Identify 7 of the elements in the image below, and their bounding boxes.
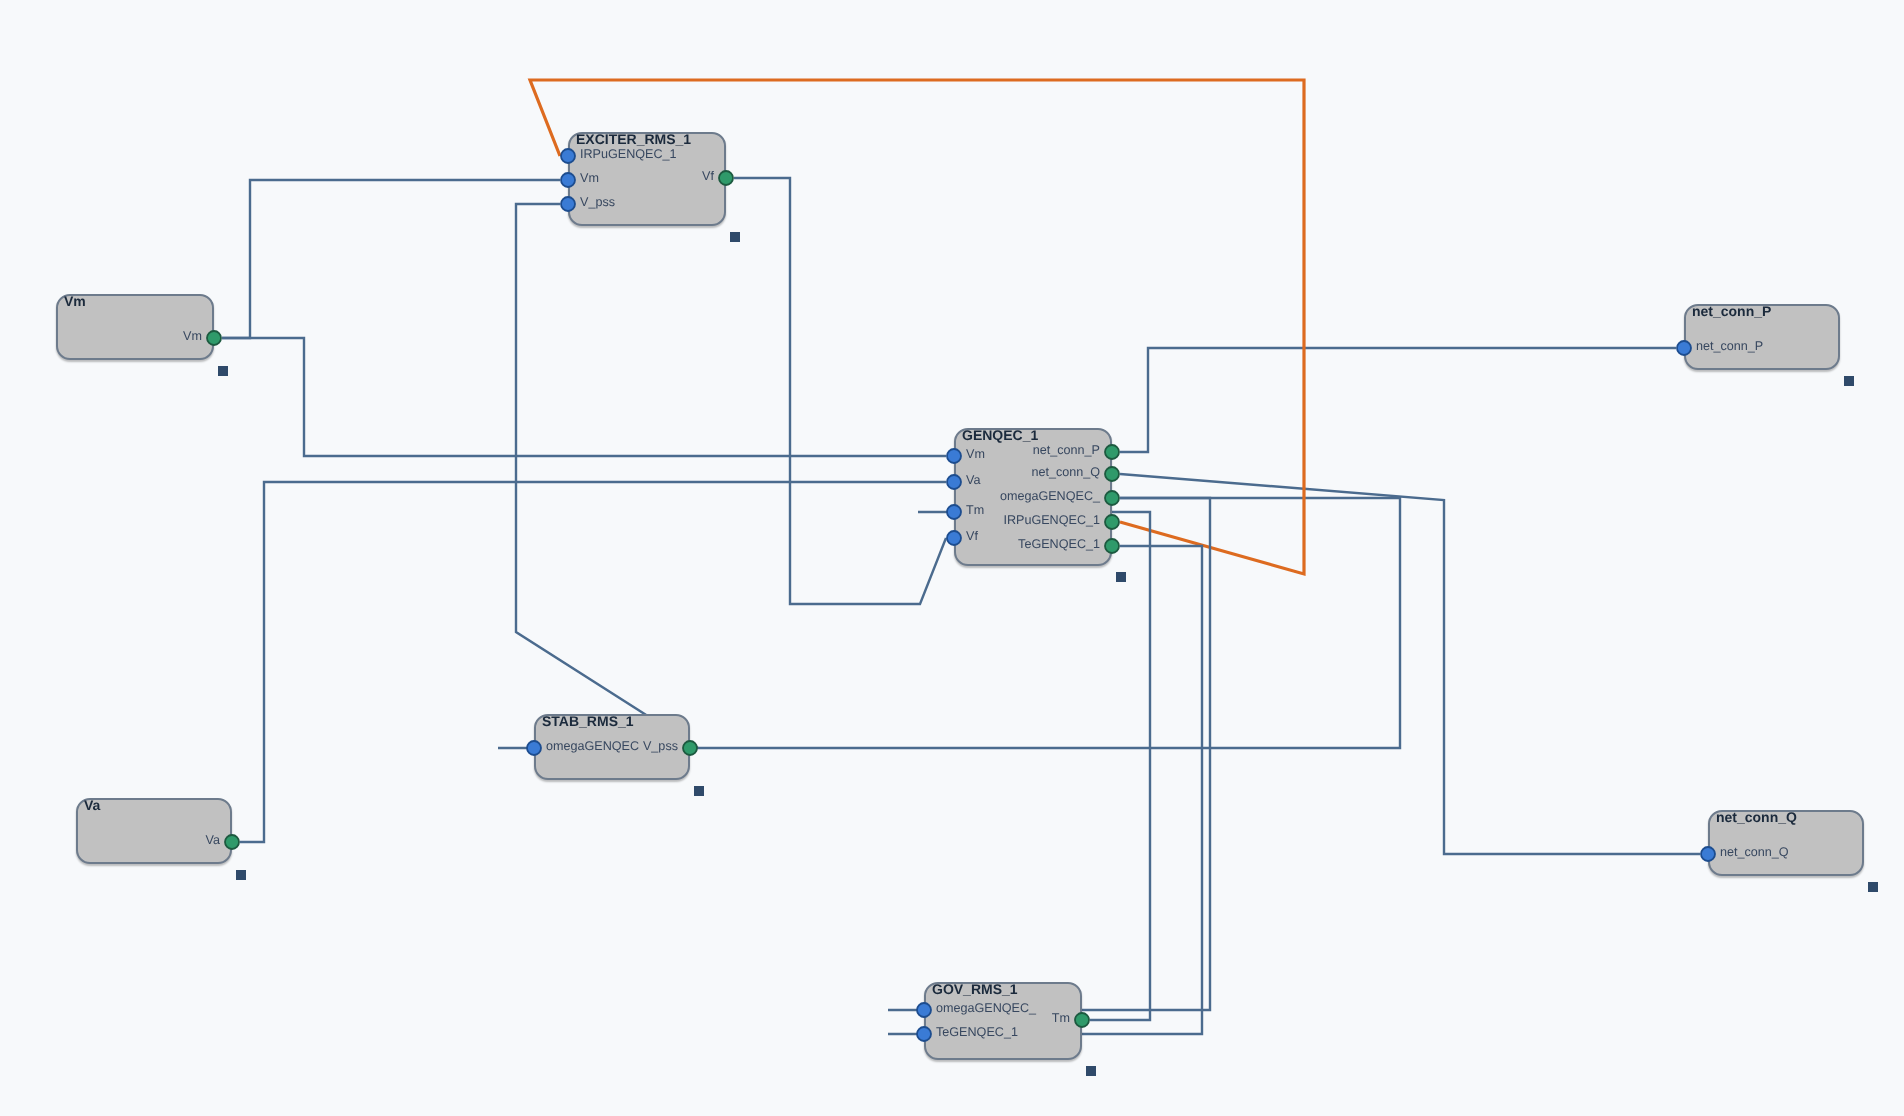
connector-line <box>496 496 1402 750</box>
connector-line <box>527 78 1306 577</box>
connector-line <box>240 480 946 844</box>
connector-line <box>734 176 948 606</box>
connector-line <box>1119 472 1700 856</box>
connector-line <box>1120 346 1676 454</box>
connector-line <box>222 336 946 458</box>
